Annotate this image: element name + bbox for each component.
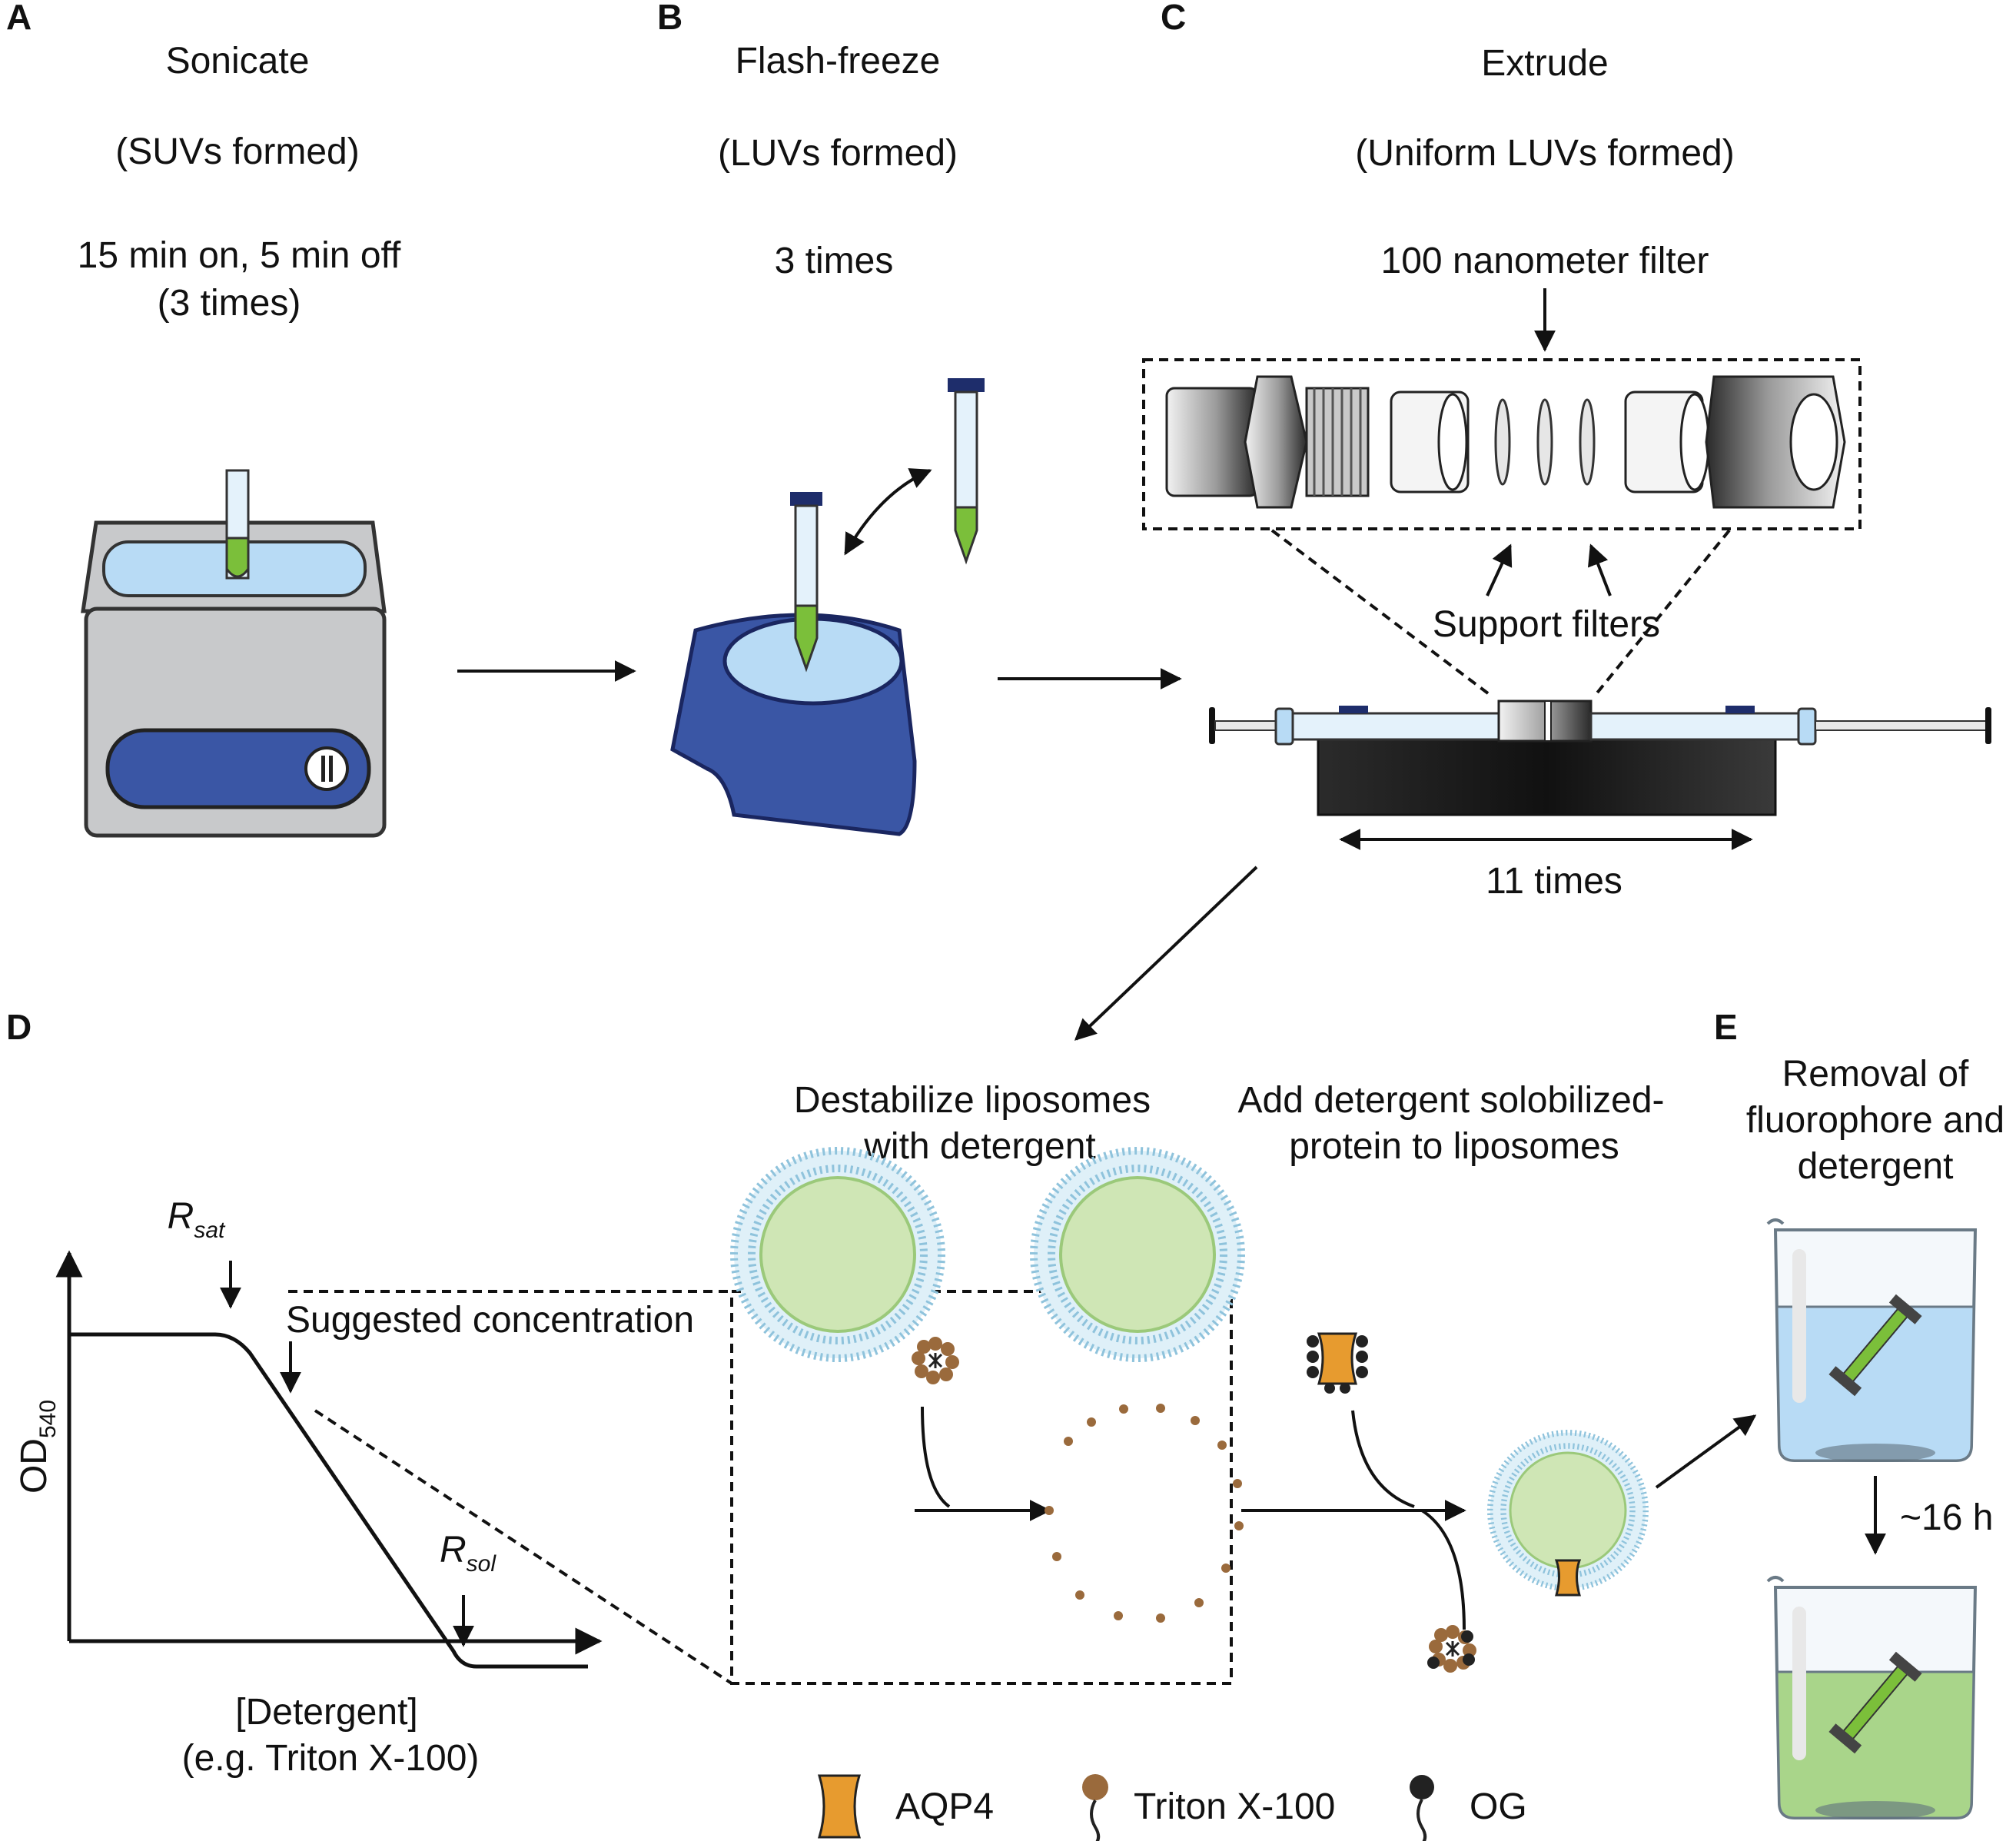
triton-micelle [910,1335,961,1386]
step-2-line-1: Add detergent solobilized- [1237,1080,1664,1121]
panel-d-letter: D [6,1007,32,1047]
step-2-line-2: protein to liposomes [1289,1126,1619,1167]
destabilized-liposome [1034,1151,1241,1358]
detergent-titration-plot: Rsat Suggested concentration Rsol OD540 … [14,1196,694,1779]
zoom-line-bottom [314,1409,733,1685]
panel-a-subtitle: (SUVs formed) [115,131,359,172]
sonicator-illustration [81,469,387,838]
panel-c-letter: C [1161,0,1186,37]
legend-label-aqp4: AQP4 [895,1786,994,1827]
beaker-after [1766,1576,1977,1819]
extruder-exploded-view [1142,358,1862,530]
y-axis-label: OD540 [14,1400,61,1494]
extruder-assembly [1209,700,1991,816]
panel-e-title-2: fluorophore and [1746,1100,2004,1141]
step-1-line-1: Destabilize liposomes [794,1080,1151,1121]
legend-label-og: OG [1470,1786,1527,1827]
zoom-line-right [1593,529,1731,697]
legend: AQP4 Triton X-100 OG [817,1774,1527,1841]
panel-e-title-3: detergent [1798,1146,1954,1187]
repeat-label: 11 times [1486,861,1622,902]
panel-e-letter: E [1714,1007,1738,1047]
panel-a-detail-1: 15 min on, 5 min off [78,235,401,276]
og-icon [1410,1775,1434,1841]
legend-label-triton: Triton X-100 [1134,1786,1335,1827]
r-sat-label: Rsat [168,1196,226,1243]
arrow-c-to-d [1074,866,1258,1041]
support-arrow-left [1486,543,1513,596]
panel-a-letter: A [6,0,32,37]
incubation-time-label: ~16 h [1900,1497,1993,1538]
protein-micelle [1307,1332,1368,1394]
step-1-line-2: with detergent [863,1126,1096,1167]
x-axis-label-line-1: [Detergent] [235,1692,417,1733]
panel-e-title-1: Removal of [1782,1054,1969,1095]
panel-b-title: Flash-freeze [736,41,941,81]
reconstituted-aqp4 [1554,1559,1582,1597]
freezing-block-illustration [670,378,985,836]
panel-c-subtitle: (Uniform LUVs formed) [1355,133,1734,174]
empty-liposome [734,1151,942,1358]
filter-label: 100 nanometer filter [1381,241,1709,281]
panel-a-detail-2: (3 times) [158,283,301,324]
swap-arrow [844,468,932,556]
arrow-d-to-e [1655,1414,1757,1489]
support-filters-label: Support filters [1433,604,1660,645]
x-axis-label-line-2: (e.g. Triton X-100) [182,1738,480,1779]
panel-b-letter: B [657,0,683,37]
panel-a-title: Sonicate [166,41,310,81]
panel-b-detail: 3 times [775,241,894,281]
liposome-reconstitution-scheme [734,1151,1646,1674]
aqp4-icon [817,1774,862,1839]
beaker-before [1766,1218,1977,1462]
zoom-box [730,1290,1233,1685]
support-arrow-right [1587,543,1612,596]
od-curve [69,1332,588,1669]
panel-c-title: Extrude [1481,43,1608,84]
r-sol-label: Rsol [440,1530,497,1577]
triton-icon [1082,1774,1108,1841]
panel-b-subtitle: (LUVs formed) [718,133,958,174]
suggested-concentration-label: Suggested concentration [286,1300,694,1341]
